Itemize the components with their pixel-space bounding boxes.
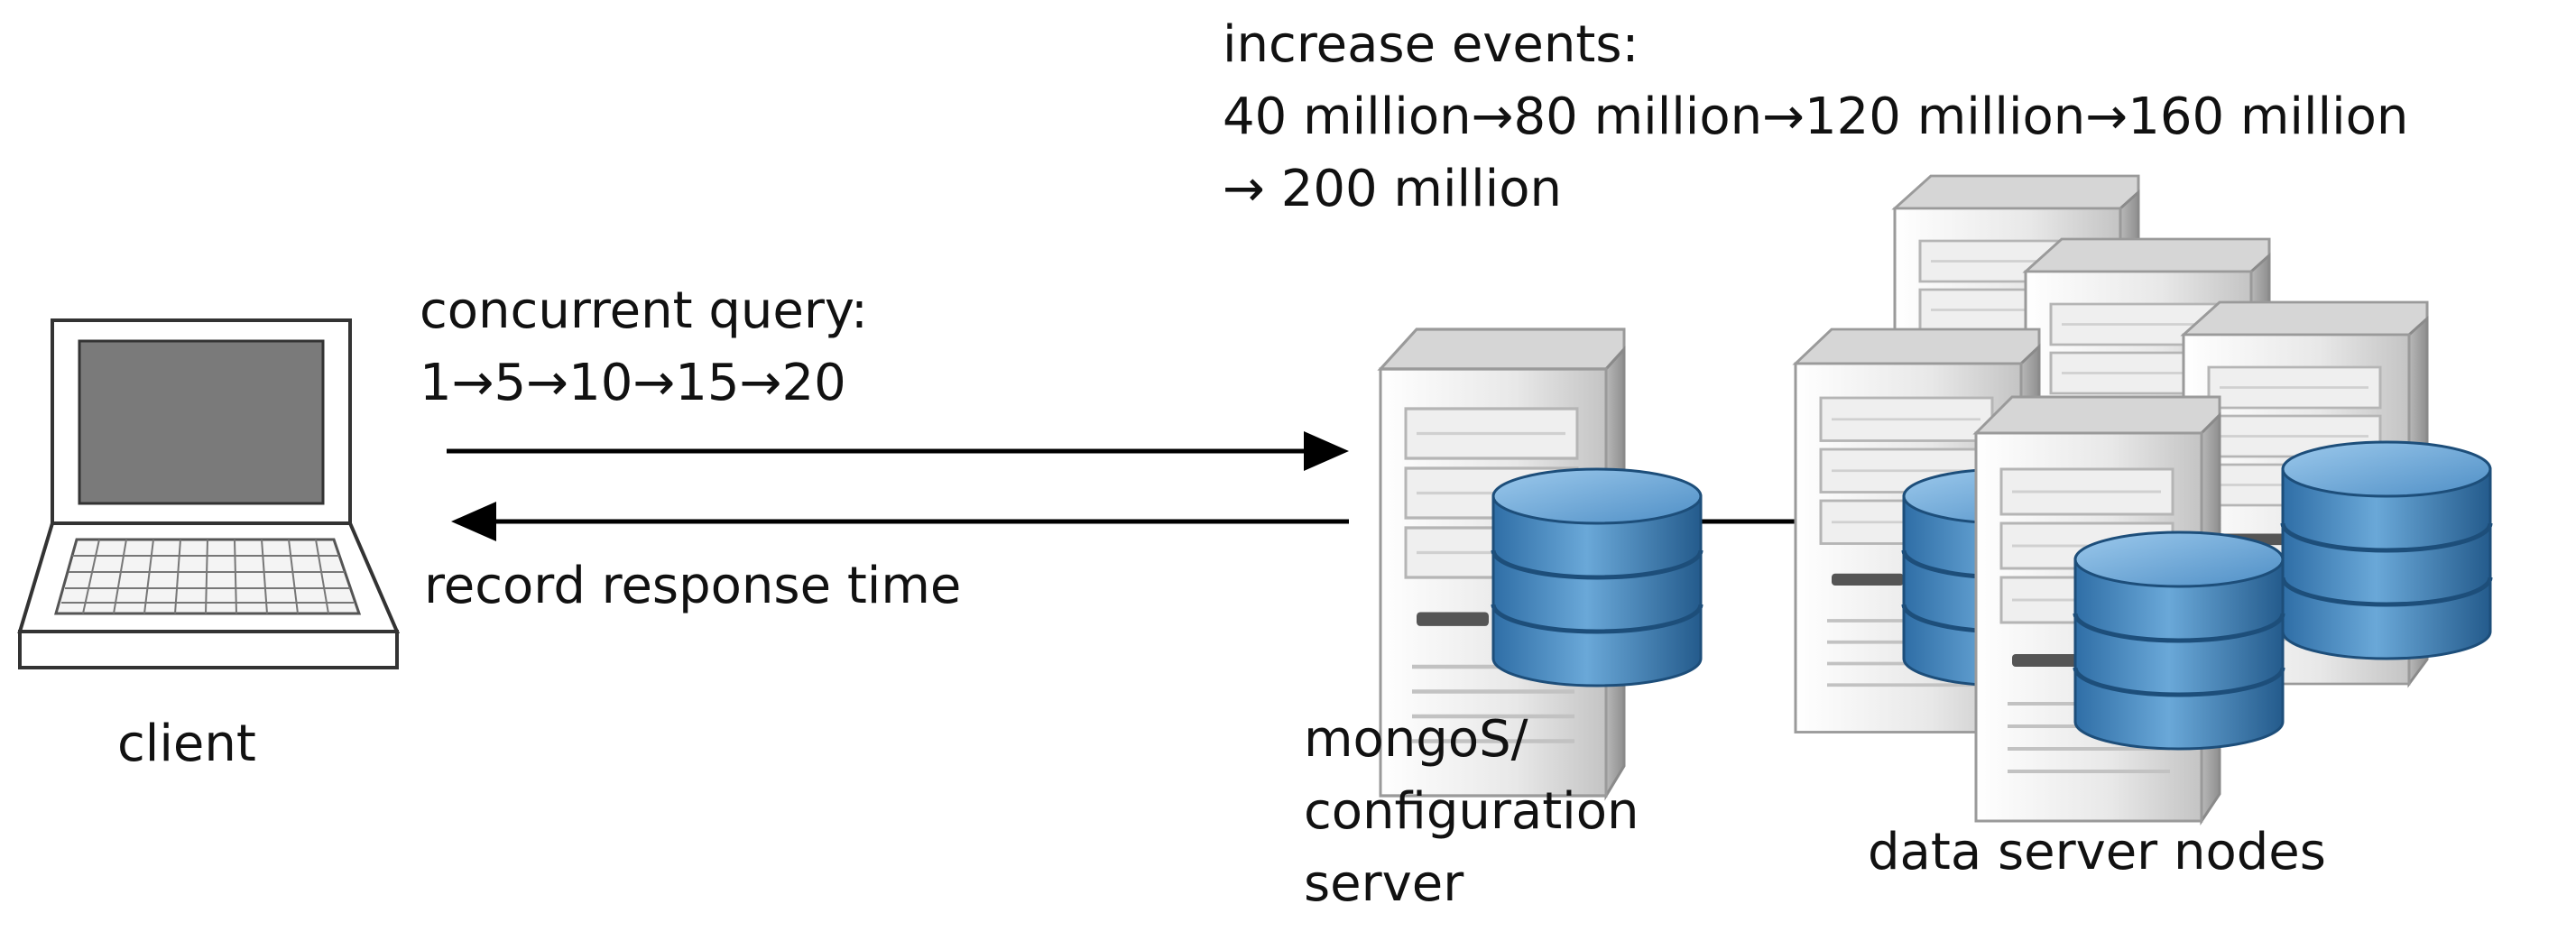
concurrent-query-title: concurrent query: (420, 281, 868, 340)
laptop-icon (17, 318, 401, 669)
concurrent-query-values: 1→5→10→15→20 (420, 354, 846, 412)
mongos-label-line2: configuration (1304, 782, 1639, 841)
increase-events-values-cont: → 200 million (1223, 160, 1562, 218)
mongos-label-line3: server (1304, 854, 1464, 913)
record-response-time-label: record response time (424, 557, 962, 615)
mongos-label: mongoS/ (1304, 710, 1528, 769)
data-server-nodes-label: data server nodes (1868, 823, 2326, 881)
query-arrow (447, 431, 1349, 471)
response-arrow (451, 502, 1349, 541)
increase-events-values: 40 million→80 million→120 million→160 mi… (1223, 88, 2409, 146)
server-cluster-icon (1794, 174, 2490, 823)
increase-events-title: increase events: (1223, 15, 1639, 74)
client-label: client (117, 715, 256, 773)
